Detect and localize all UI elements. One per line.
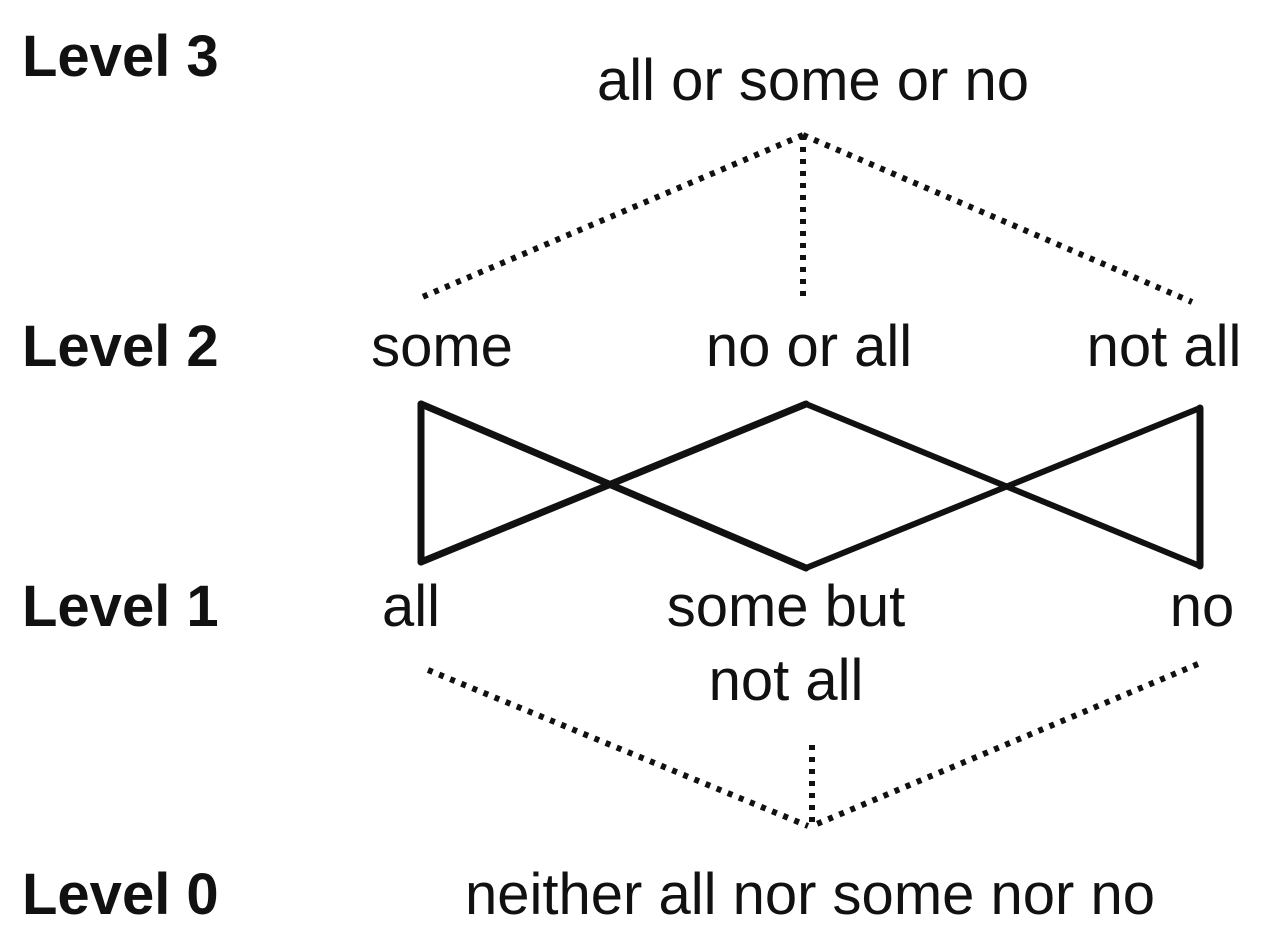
node-some: some xyxy=(371,314,513,379)
node-no: no xyxy=(1170,574,1235,639)
node-all: all xyxy=(382,574,440,639)
node-some-but-not-all-line2: not all xyxy=(709,648,864,713)
level-1-label: Level 1 xyxy=(22,574,219,639)
level-2-label: Level 2 xyxy=(22,314,219,379)
edge-top-to-some xyxy=(418,132,805,301)
edge-no-to-bottom xyxy=(810,661,1200,829)
level-3-label: Level 3 xyxy=(22,24,219,89)
level-0-label: Level 0 xyxy=(22,862,219,927)
node-neither-all-nor-some-nor-no: neither all nor some nor no xyxy=(465,862,1155,927)
edge-all-to-bottom xyxy=(426,667,810,829)
edge-top-to-not-all xyxy=(801,132,1194,305)
node-some-but-not-all-line1: some but xyxy=(667,574,906,639)
edge-not-all-to-some-but-not-all xyxy=(803,405,1203,571)
node-not-all: not all xyxy=(1087,314,1242,379)
node-all-or-some-or-no: all or some or no xyxy=(597,48,1029,113)
node-no-or-all: no or all xyxy=(706,314,912,379)
edge-no-or-all-to-all xyxy=(417,400,810,566)
